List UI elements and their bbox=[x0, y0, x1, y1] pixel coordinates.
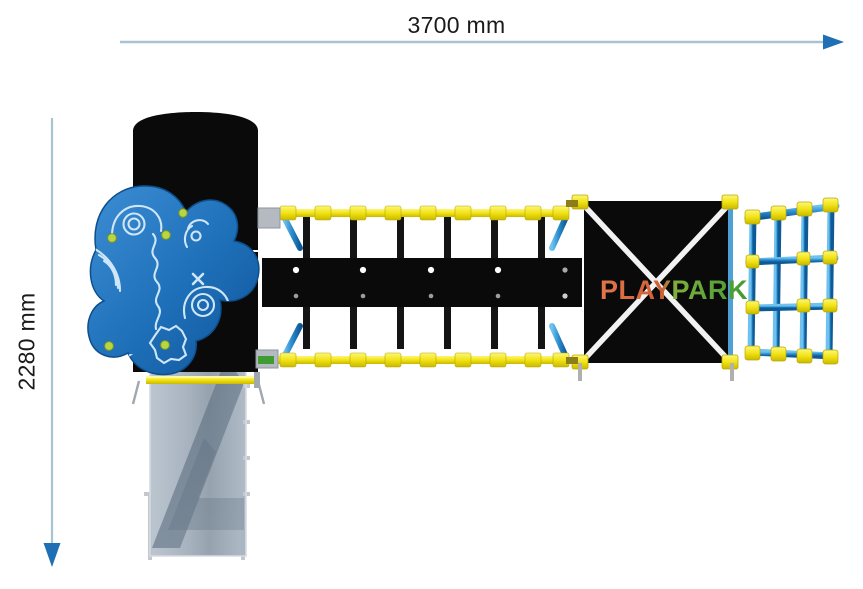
climbing-panel bbox=[87, 185, 260, 376]
height-dimension-label: 2280 mm bbox=[13, 292, 40, 391]
height-dimension-arrow bbox=[40, 118, 64, 568]
logo-park: PARK bbox=[672, 275, 749, 305]
width-dimension-arrow bbox=[120, 32, 845, 52]
rope-bridge-lower bbox=[255, 307, 570, 369]
rope-connectors-lower bbox=[278, 352, 570, 368]
rope-connectors-upper bbox=[278, 205, 570, 221]
slide-panel bbox=[131, 355, 266, 560]
playpark-logo: PLAYPARK bbox=[600, 275, 748, 305]
climbing-net bbox=[744, 197, 840, 365]
width-dimension-label: 3700 mm bbox=[407, 12, 506, 38]
deck-bolts bbox=[292, 266, 568, 299]
cross-braced-panel: PLAYPARK bbox=[566, 194, 748, 381]
logo-play: PLAY bbox=[600, 275, 672, 305]
rope-bridge-upper bbox=[257, 205, 570, 259]
deck bbox=[262, 258, 582, 307]
